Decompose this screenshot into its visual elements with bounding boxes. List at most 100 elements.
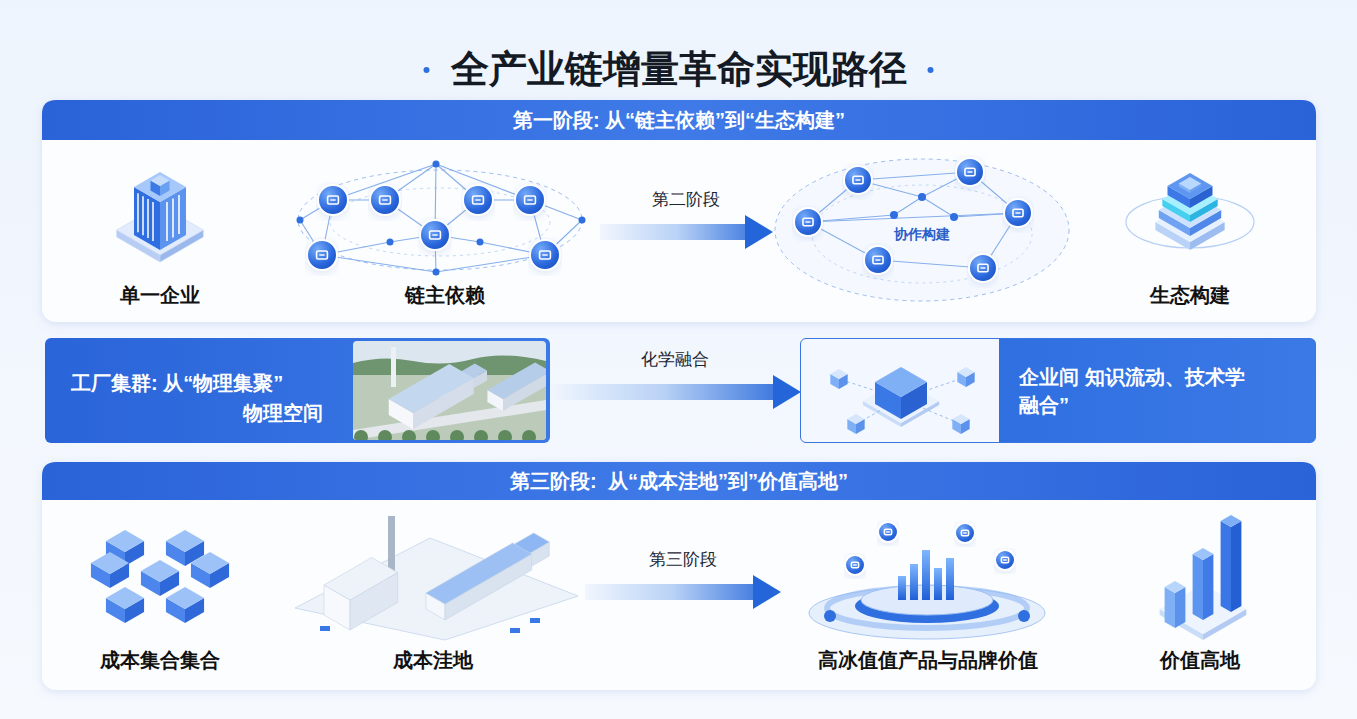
window-stripe xyxy=(152,202,154,241)
ball-glyph xyxy=(317,251,328,259)
stage-item: 高冰值值产品与品牌价值 xyxy=(780,508,1075,680)
chimney xyxy=(391,347,396,387)
node-ball xyxy=(995,550,1015,570)
network-dot xyxy=(433,269,440,276)
ball-glyph xyxy=(978,264,988,272)
network-dot xyxy=(918,193,926,201)
photo-tree xyxy=(426,430,440,440)
network-dot xyxy=(477,239,484,246)
label-holder: 化学融合 xyxy=(585,348,765,372)
value-bar xyxy=(910,564,918,600)
stage-illustration xyxy=(1125,508,1275,644)
ball-glyph xyxy=(853,176,863,184)
text-holder: 工厂集群: 从“物理集聚”物理空间 xyxy=(71,368,347,428)
iso-face xyxy=(106,587,144,609)
title-dot xyxy=(928,67,934,73)
window-stripe xyxy=(137,193,139,232)
cluster-text: 物理空间 xyxy=(71,398,347,428)
iso-face xyxy=(1231,521,1241,612)
node-ball xyxy=(370,185,400,215)
panel-ground xyxy=(42,100,1316,322)
network-dot xyxy=(579,217,586,224)
iso-face xyxy=(324,558,398,601)
stage-arrow xyxy=(550,384,800,400)
network-dot xyxy=(1018,610,1030,622)
ball-glyph xyxy=(380,196,391,204)
stage-item: 链主依赖 xyxy=(290,150,600,315)
node-ball xyxy=(307,240,337,270)
ball-glyph xyxy=(527,199,532,200)
iso-face xyxy=(1221,515,1242,527)
ball-glyph xyxy=(851,562,858,567)
value-bar xyxy=(898,576,906,600)
ball-glyph xyxy=(875,259,880,260)
network-link xyxy=(894,197,922,215)
label-holder: 第二阶段 xyxy=(596,188,776,212)
ball-glyph xyxy=(963,532,967,533)
ball-glyph xyxy=(1001,557,1008,562)
fusion-illustration xyxy=(801,339,997,441)
stage-label: 价值高地 xyxy=(1160,646,1240,674)
iso-face xyxy=(875,367,927,397)
iso-face xyxy=(847,414,864,424)
network-dot xyxy=(824,610,836,622)
network-link xyxy=(878,260,983,268)
node-ball xyxy=(794,208,822,236)
edge-label: 第二阶段 xyxy=(652,188,720,212)
photo-tree xyxy=(450,430,464,440)
node-ball xyxy=(844,166,872,194)
ball-glyph xyxy=(542,254,547,255)
window-stripe xyxy=(172,198,174,237)
stage-label: 成本洼地 xyxy=(393,646,473,674)
iso-face xyxy=(150,175,169,186)
stage-item: 价值高地 xyxy=(1125,508,1275,680)
text-holder: 成本洼地 xyxy=(280,646,585,674)
stage-arrow xyxy=(585,584,780,600)
iso-face xyxy=(1175,587,1185,628)
network-dot xyxy=(950,213,958,221)
network-link xyxy=(436,255,545,272)
network-dot xyxy=(433,161,440,168)
stage-item: 成本集合集合 xyxy=(85,508,235,680)
text-holder: 企业间 知识流动、技术学 融合” xyxy=(1019,363,1255,419)
ball-glyph xyxy=(1015,212,1020,213)
ball-glyph xyxy=(853,564,857,565)
stage-arrow xyxy=(600,224,772,240)
ball-glyph xyxy=(1003,559,1007,560)
stage-label: 单一企业 xyxy=(120,281,200,309)
window-stripe xyxy=(147,199,149,238)
iso-face xyxy=(1165,587,1175,628)
text-holder: 成本集合集合 xyxy=(85,646,235,674)
iso-face xyxy=(166,587,204,609)
ball-glyph xyxy=(1013,209,1023,217)
truck xyxy=(510,628,520,633)
network-outline xyxy=(775,159,1069,301)
iso-face xyxy=(106,530,144,552)
value-bar xyxy=(922,550,930,600)
text-holder: 单一企业 xyxy=(90,281,230,309)
ball-glyph xyxy=(330,199,335,200)
title-dot xyxy=(424,67,430,73)
stage-panel: 第三阶段: 从“成本洼地”到”价值高地”成本集合集合成本洼地高冰值值产品与品牌价… xyxy=(42,462,1316,690)
node-ball xyxy=(1004,199,1032,227)
label-holder: 第三阶段 xyxy=(593,548,773,572)
ball-glyph xyxy=(525,196,536,204)
iso-face xyxy=(91,552,129,574)
photo-tree xyxy=(354,430,368,440)
stage-label: 成本集合集合 xyxy=(100,646,220,674)
iso-face xyxy=(1193,548,1214,560)
network-dot xyxy=(890,211,898,219)
iso-face xyxy=(1179,177,1202,190)
diagram-title: 全产业链增量革命实现路径 xyxy=(451,44,907,94)
iso-face xyxy=(426,543,532,604)
node-ball xyxy=(463,185,493,215)
title-rule xyxy=(45,69,427,71)
ball-glyph xyxy=(961,530,968,535)
ball-glyph xyxy=(886,531,890,532)
stage-illustration xyxy=(280,508,585,644)
ball-glyph xyxy=(803,218,813,226)
ball-glyph xyxy=(475,199,480,200)
value-bar xyxy=(934,568,942,600)
ball-glyph xyxy=(382,199,387,200)
